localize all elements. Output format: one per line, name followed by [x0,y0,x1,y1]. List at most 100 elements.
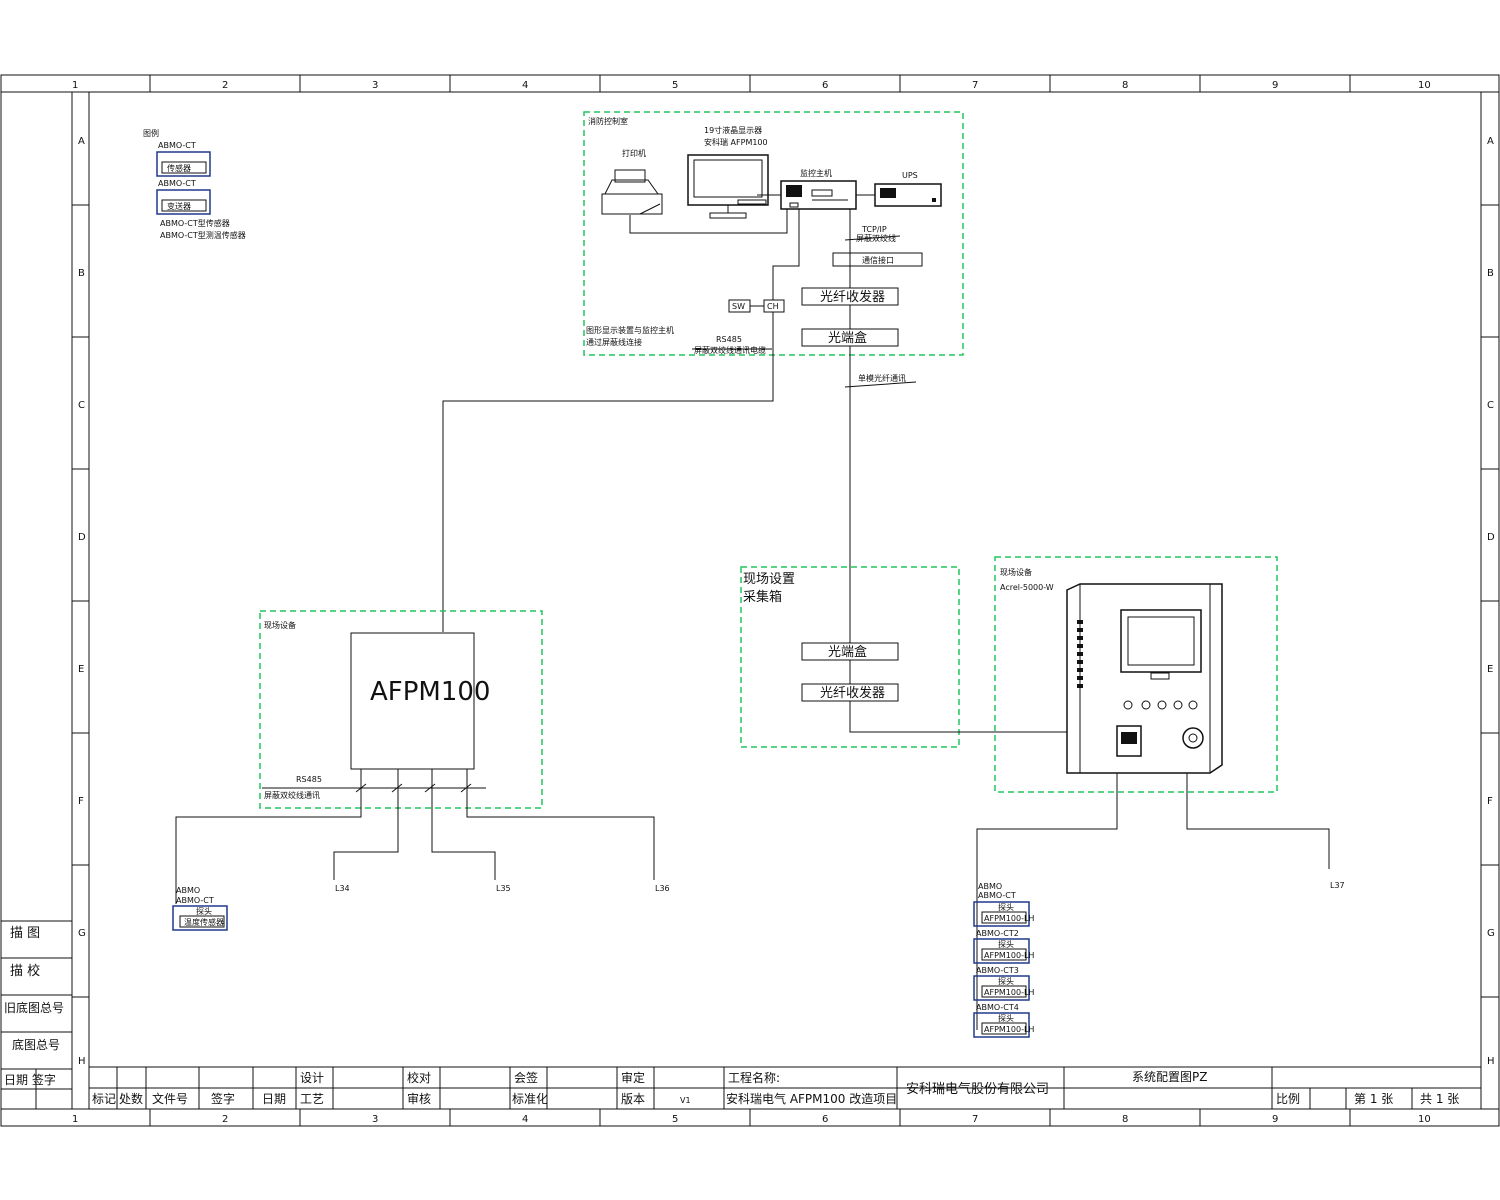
sensor-tag: ABMO-CT2 [976,929,1019,938]
fiber-cable-label: 单模光纤通讯 [858,373,906,383]
output-l37: L37 [1330,881,1345,890]
control-room-zone: 消防控制室 打印机 19寸液晶显示器 安科瑞 AFPM100 监控主机 [583,111,964,356]
control-transceiver-label: 光纤收发器 [820,289,885,305]
legend-item1-tag: ABMO-CT [158,141,196,150]
cabinet-zone-label: 现场设备 [1000,567,1032,577]
left-sensor-tag: ABMO-CT [176,896,214,905]
output-l35: L35 [496,884,511,893]
ups-label: UPS [902,171,918,180]
tb-count: 处数 [119,1091,143,1106]
afpm100-device [350,632,475,770]
panel-tracing-check: 描 校 [10,963,40,979]
col-label: 7 [972,1114,978,1125]
left-sensor-top: 探头 [196,906,212,916]
col-label: 8 [1122,80,1128,91]
column-ticks [149,75,1351,1126]
row-label: B [1487,268,1494,279]
row-label: F [1487,796,1493,807]
sensor-bottom: AFPM100-LH [984,914,1034,923]
monitor-label: 19寸液晶显示器 [704,125,762,135]
left-bus-label: RS485 [296,775,322,784]
cable-label: RS485 [716,335,742,344]
col-label: 3 [372,80,378,91]
row-label: A [1487,136,1494,147]
col-label: 9 [1272,80,1278,91]
panel-date-sign: 日期 签字 [4,1072,56,1087]
row-label: A [78,136,85,147]
col-label: 4 [522,80,528,91]
tb-countersign: 会签 [514,1070,538,1085]
tb-signature: 签字 [211,1091,235,1106]
field-fiber-box-label: 光端盒 [828,644,867,660]
field-box-label: 现场设置 [743,572,795,587]
panel-base: 底图总号 [12,1037,60,1052]
row-label: C [1487,400,1494,411]
right-sensor-header: ABMO [978,882,1002,891]
row-label: H [78,1056,86,1067]
legend-note: ABMO-CT型测温传感器 [160,230,246,240]
col-label: 5 [672,80,678,91]
tb-draw: 工艺 [300,1092,324,1106]
sensor-top: 探头 [998,976,1014,986]
left-device-zone: 现场设备 AFPM100 RS485 屏蔽双绞线通讯 [259,610,543,809]
col-label: 1 [72,1114,78,1125]
legend-item2-label: 变送器 [167,201,191,211]
field-box-label: 采集箱 [743,589,782,605]
printer-label: 打印机 [622,148,646,158]
cable-label: 屏蔽双绞线通讯电缆 [694,345,766,355]
left-bus-label: 屏蔽双绞线通讯 [264,790,320,800]
tb-doc-no: 文件号 [152,1091,188,1106]
tb-version: 版本 [621,1092,645,1106]
tb-project-label: 工程名称: [728,1070,780,1085]
tb-standard: 标准化 [512,1092,548,1106]
legend-sensor-box [156,151,211,177]
row-label: H [1487,1056,1495,1067]
host-label: 监控主机 [800,168,832,178]
small-box-b: CH [767,302,779,311]
row-labels-left: A B C D E F G H [78,136,86,1067]
bus-label: TCP/IP [861,225,887,234]
row-label: D [1487,532,1495,543]
tb-sheet: 第 1 张 [1354,1092,1393,1106]
tb-check: 校对 [407,1070,431,1085]
col-label: 5 [672,1114,678,1125]
col-label: 9 [1272,1114,1278,1125]
row-label: D [78,532,86,543]
sensor-tag: ABMO-CT3 [976,966,1019,975]
legend-title: 图例 [143,128,159,138]
right-sensor-header: ABMO-CT [978,891,1016,900]
host-icon [780,180,857,210]
title-block: 设计 校对 会签 审定 标记 处数 文件号 签字 日期 工艺 审核 标准化 版本… [89,1066,1481,1109]
row-label: F [78,796,84,807]
field-box-zone: 现场设置 采集箱 光端盒 光纤收发器 [740,566,960,748]
monitor-icon [687,154,769,219]
sensor-top: 探头 [998,902,1014,912]
tb-approve: 审定 [621,1070,645,1085]
control-room-note: 通过屏蔽线连接 [586,337,642,347]
sensor-bottom: AFPM100-LH [984,1025,1034,1034]
row-labels-right: A B C D E F G H [1487,136,1495,1067]
row-ticks [71,92,1499,1109]
sensor-bottom: AFPM100-LH [984,951,1034,960]
col-label: 2 [222,1114,228,1125]
left-sensor-bottom: 温度传感器 [184,917,224,927]
panel-tracing: 描 图 [10,926,40,941]
col-label: 6 [822,1114,828,1125]
col-label: 3 [372,1114,378,1125]
tb-ratio: 比例 [1276,1092,1300,1106]
right-sensors: ABMO ABMO-CT 探头 AFPM100-LH ABMO-CT2 探头 A… [973,882,1034,1038]
sensor-top: 探头 [998,1013,1014,1023]
panel-old-base: 旧底图总号 [4,1000,64,1015]
rs485-trunk [442,312,774,632]
col-label: 7 [972,80,978,91]
tb-company: 安科瑞电气股份有限公司 [906,1081,1049,1097]
tb-design: 设计 [300,1071,324,1085]
sensor-top: 探头 [998,939,1014,949]
control-room-note: 图形显示装置与监控主机 [586,325,674,335]
monitor-model: 安科瑞 AFPM100 [704,137,768,147]
row-label: B [78,268,85,279]
cabinet-model: Acrel-5000-W [1000,583,1054,592]
ups-icon [874,183,942,207]
tb-total: 共 1 张 [1420,1092,1459,1106]
col-label: 10 [1418,1114,1431,1125]
